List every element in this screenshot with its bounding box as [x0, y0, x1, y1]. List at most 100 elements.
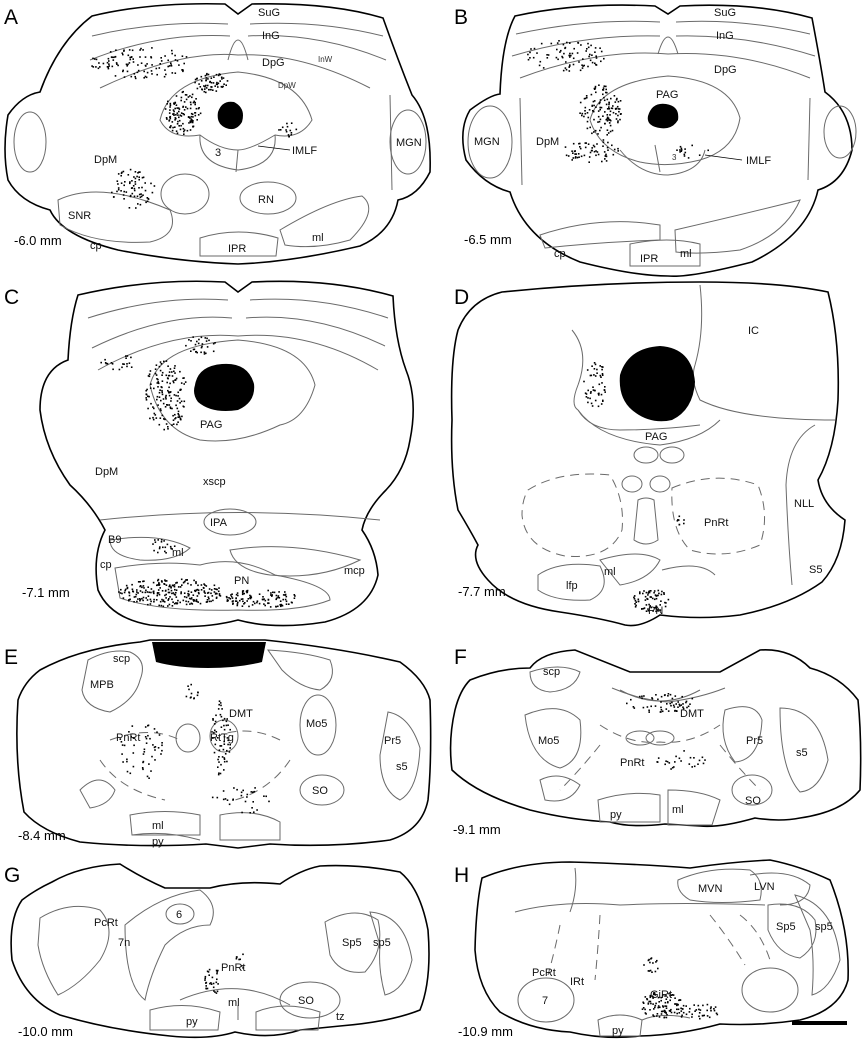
labeled-cell-dot — [280, 603, 282, 606]
labeled-cell-dot — [165, 584, 168, 586]
labeled-cell-dot — [652, 962, 654, 964]
labeled-cell-dot — [185, 344, 187, 347]
labeled-cell-dot — [199, 112, 202, 115]
labeled-cell-dot — [661, 590, 663, 593]
labeled-cell-dot — [132, 58, 134, 60]
labeled-cell-dot — [165, 374, 168, 377]
labeled-cell-dot — [150, 56, 153, 59]
labeled-cell-dot — [182, 105, 185, 108]
labeled-cell-dot — [650, 596, 652, 598]
labeled-cell-dot — [599, 101, 601, 104]
labeled-cell-dot — [126, 65, 128, 67]
labeled-cell-dot — [219, 745, 221, 747]
labeled-cell-dot — [121, 753, 123, 755]
section-outline-D — [450, 281, 846, 627]
labeled-cell-dot — [568, 65, 571, 67]
lesion-B — [647, 103, 679, 129]
labeled-cell-dot — [583, 97, 586, 100]
labeled-cell-dot — [253, 790, 256, 793]
labeled-cell-dot — [146, 71, 149, 74]
labeled-cell-dot — [218, 761, 220, 763]
labeled-cell-dot — [556, 42, 559, 44]
labeled-cell-dot — [285, 130, 288, 133]
labeled-cell-dot — [158, 391, 161, 394]
labeled-cell-dot — [172, 109, 175, 111]
panel-letter-G: G — [4, 864, 20, 887]
labeled-cell-dot — [602, 399, 604, 402]
labeled-cell-dot — [568, 70, 571, 72]
region-label: PnRt — [704, 517, 728, 529]
labeled-cell-dot — [680, 760, 682, 762]
labeled-cell-dot — [175, 596, 178, 598]
labeled-cell-dot — [674, 1003, 676, 1005]
labeled-cell-dot — [143, 587, 145, 589]
labeled-cell-dot — [230, 594, 232, 596]
labeled-cell-dot — [644, 595, 647, 598]
labeled-cell-dot — [215, 992, 218, 994]
labeled-cell-dot — [654, 594, 657, 596]
labeled-cell-dot — [595, 55, 597, 57]
labeled-cell-dot — [680, 150, 683, 152]
labeled-cell-dot — [178, 110, 180, 113]
labeled-cell-dot — [605, 103, 608, 106]
labeled-cell-dot — [698, 154, 701, 156]
labeled-cell-dot — [172, 584, 175, 587]
labeled-cell-dot — [193, 579, 195, 582]
labeled-cell-dot — [182, 70, 184, 73]
labeled-cell-dot — [599, 374, 602, 377]
labeled-cell-dot — [605, 88, 607, 91]
labeled-cell-dot — [138, 187, 140, 189]
labeled-cell-dot — [590, 374, 593, 377]
labeled-cell-dot — [677, 706, 679, 708]
labeled-cell-dot — [177, 413, 180, 416]
labeled-cell-dot — [150, 770, 152, 772]
section-outline-B — [462, 4, 853, 278]
labeled-cell-dot — [657, 757, 660, 759]
labeled-cell-dot — [153, 598, 155, 601]
labeled-cell-dot — [599, 118, 602, 121]
labeled-cell-dot — [584, 110, 586, 112]
labeled-cell-dot — [183, 129, 186, 131]
labeled-cell-dot — [609, 114, 611, 116]
labeled-cell-dot — [214, 991, 216, 993]
labeled-cell-dot — [660, 593, 663, 596]
labeled-cell-dot — [181, 69, 184, 71]
labeled-cell-dot — [164, 108, 167, 110]
labeled-cell-dot — [214, 743, 217, 746]
labeled-cell-dot — [660, 1013, 663, 1015]
labeled-cell-dot — [596, 151, 599, 153]
labeled-cell-dot — [680, 1007, 682, 1010]
labeled-cell-dot — [172, 419, 175, 421]
region-label: ml — [172, 547, 184, 559]
labeled-cell-dot — [144, 591, 147, 594]
labeled-cell-dot — [107, 67, 110, 70]
labeled-cell-dot — [577, 153, 580, 155]
labeled-cell-dot — [198, 592, 200, 595]
labeled-cell-dot — [188, 688, 190, 691]
region-label: IMLF — [746, 155, 771, 167]
labeled-cell-dot — [147, 407, 149, 410]
labeled-cell-dot — [91, 65, 93, 67]
labeled-cell-dot — [222, 748, 225, 751]
labeled-cell-dot — [603, 57, 605, 60]
labeled-cell-dot — [655, 606, 657, 609]
labeled-cell-dot — [671, 994, 674, 996]
labeled-cell-dot — [665, 1016, 668, 1019]
labeled-cell-dot — [246, 796, 248, 798]
labeled-cell-dot — [584, 112, 587, 115]
labeled-cell-dot — [177, 395, 179, 397]
labeled-cell-dot — [656, 761, 659, 763]
labeled-cell-dot — [200, 351, 202, 354]
labeled-cell-dot — [144, 189, 147, 192]
labeled-cell-dot — [226, 737, 229, 739]
labeled-cell-dot — [294, 595, 296, 597]
labeled-cell-dot — [207, 971, 210, 973]
labeled-cell-dot — [210, 983, 213, 985]
labeled-cell-dot — [115, 49, 117, 51]
labeled-cell-dot — [122, 69, 124, 72]
labeled-cell-dot — [649, 596, 652, 598]
labeled-cell-dot — [665, 1007, 668, 1009]
labeled-cell-dot — [590, 44, 592, 47]
labeled-cell-dot — [611, 129, 614, 132]
labeled-cell-dot — [649, 1009, 651, 1011]
